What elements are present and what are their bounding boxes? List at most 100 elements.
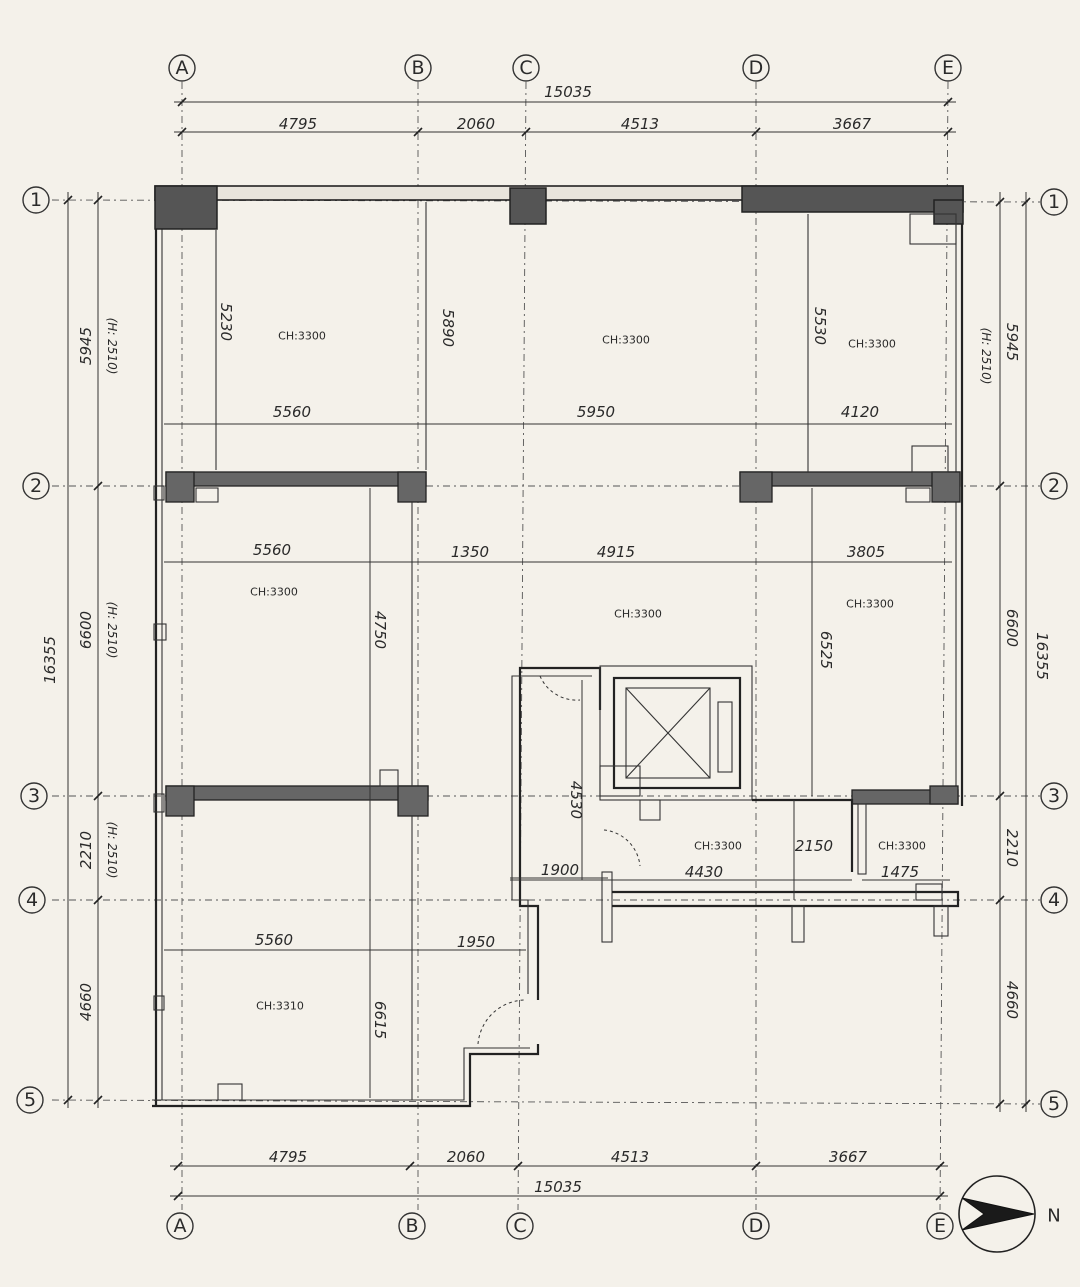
dimension-2150: 2150 [795,837,833,855]
axis-label-left-3: 3 [28,785,40,807]
top-dimension-d-e: 3667 [833,115,872,133]
dimension-6615: 6615 [371,1001,389,1039]
axis-bubble-bottom-d [742,1212,770,1240]
bottom-total-dimension: 15035 [534,1178,582,1196]
north-label: N [1047,1206,1060,1227]
axis-label-top-d: D [749,57,764,79]
axis-bubble-right-1 [1040,188,1068,216]
axis-bubble-bottom-b [398,1212,426,1240]
axis-bubble-right-4 [1040,886,1068,914]
axis-bubble-left-2 [22,472,50,500]
axis-bubble-left-1 [22,186,50,214]
right-dimension-2-3: 6600 [1003,609,1021,647]
ceiling-height-room-1: CH:3300 [278,330,326,343]
north-arrow-icon [961,1197,1035,1231]
axis-bubbles-top: A B C D E [168,54,962,82]
dimension-3805: 3805 [847,543,885,561]
ceiling-height-room-8: CH:3300 [878,840,926,853]
axis-label-left-2: 2 [30,475,42,497]
dimension-5890: 5890 [439,309,457,347]
dimension-1900: 1900 [541,861,579,879]
axis-bubble-top-e [934,54,962,82]
right-height-note: (H: 2510) [979,328,993,385]
right-dimension-3-4: 2210 [1003,829,1021,867]
bottom-dimension-b-c: 2060 [447,1148,485,1166]
axis-bubble-left-5 [16,1086,44,1114]
axis-bubble-left-4 [18,886,46,914]
axis-label-right-5: 5 [1048,1093,1060,1115]
dimension-5230: 5230 [217,303,235,341]
ceiling-height-room-7: CH:3300 [694,840,742,853]
ceiling-height-room-6: CH:3300 [846,598,894,611]
left-dimensions: 16355 5945 6600 2210 4660 (H: 2510) (H: … [41,192,119,1108]
dimension-5560-top: 5560 [273,403,311,421]
dimension-5560-middle: 5560 [253,541,291,559]
axis-label-left-1: 1 [30,189,42,211]
top-dimension-c-d: 4513 [621,115,659,133]
axis-label-left-5: 5 [24,1089,36,1111]
interior-dimension-lines [164,423,952,1098]
beams [165,471,961,817]
left-dimension-4-5: 4660 [77,983,95,1021]
axis-label-right-2: 2 [1048,475,1060,497]
ceiling-height-room-2: CH:3300 [602,334,650,347]
dimension-1350: 1350 [451,543,489,561]
dimension-4915: 4915 [597,543,635,561]
axis-bubbles-left: 1 2 3 4 5 [16,186,50,1114]
axis-bubble-right-2 [1040,472,1068,500]
left-height-note-1: (H: 2510) [105,318,119,375]
left-dimension-1-2: 5945 [77,327,95,365]
dimension-5560-bottom: 5560 [255,931,293,949]
axis-bubble-right-5 [1040,1090,1068,1118]
axis-label-right-4: 4 [1048,889,1060,911]
left-dimension-2-3: 6600 [77,611,95,649]
dimension-4120: 4120 [841,403,879,421]
partitions [153,202,957,1101]
interior-dimension-labels: 5230 5890 5530 5560 5950 4120 5560 1350 … [217,303,919,1039]
axis-label-bottom-d: D [749,1215,764,1237]
ceiling-height-room-5: CH:3300 [614,608,662,621]
axis-bubble-top-b [404,54,432,82]
right-dimension-4-5: 4660 [1003,981,1021,1019]
axis-bubble-right-3 [1040,782,1068,810]
top-dimension-a-b: 4795 [279,115,317,133]
bottom-dimension-d-e: 3667 [829,1148,868,1166]
north-arrow: N [958,1175,1061,1253]
axis-bubble-top-a [168,54,196,82]
axis-label-right-3: 3 [1048,785,1060,807]
axis-label-top-b: B [411,57,424,79]
service-core [477,665,960,1045]
ceiling-height-room-4: CH:3300 [250,586,298,599]
dimension-1475: 1475 [881,863,919,881]
dimension-4430: 4430 [685,863,723,881]
dimension-5530: 5530 [811,307,829,345]
left-total-dimension: 16355 [41,636,59,684]
axis-bubble-bottom-e [926,1212,954,1240]
axis-label-top-a: A [176,57,189,79]
axis-label-top-c: C [519,57,532,79]
axis-label-bottom-e: E [934,1215,946,1237]
axis-label-right-1: 1 [1048,191,1060,213]
axis-bubble-top-c [512,54,540,82]
axis-label-bottom-b: B [405,1215,418,1237]
exterior-walls [152,185,964,1108]
ceiling-height-room-9: CH:3310 [256,1000,304,1013]
left-height-note-2: (H: 2510) [105,602,119,659]
dimension-4750: 4750 [371,611,389,649]
top-dimensions: 15035 4795 2060 4513 3667 [174,83,956,137]
north-arrow-circle [958,1175,1036,1253]
axis-label-top-e: E [942,57,954,79]
bottom-dimension-c-d: 4513 [611,1148,649,1166]
axis-label-bottom-c: C [513,1215,526,1237]
dimension-6525: 6525 [817,631,835,669]
grid-lines [51,81,1041,1211]
axis-bubbles-right: 1 2 3 4 5 [1040,188,1068,1118]
ceiling-height-room-3: CH:3300 [848,338,896,351]
axis-bubble-bottom-a [166,1212,194,1240]
axis-label-bottom-a: A [174,1215,187,1237]
right-dimension-1-2: 5945 [1003,323,1021,361]
axis-bubble-bottom-c [506,1212,534,1240]
axis-bubbles-bottom: A B C D E [166,1212,954,1240]
bottom-dimensions: 4795 2060 4513 3667 15035 [170,1148,948,1201]
